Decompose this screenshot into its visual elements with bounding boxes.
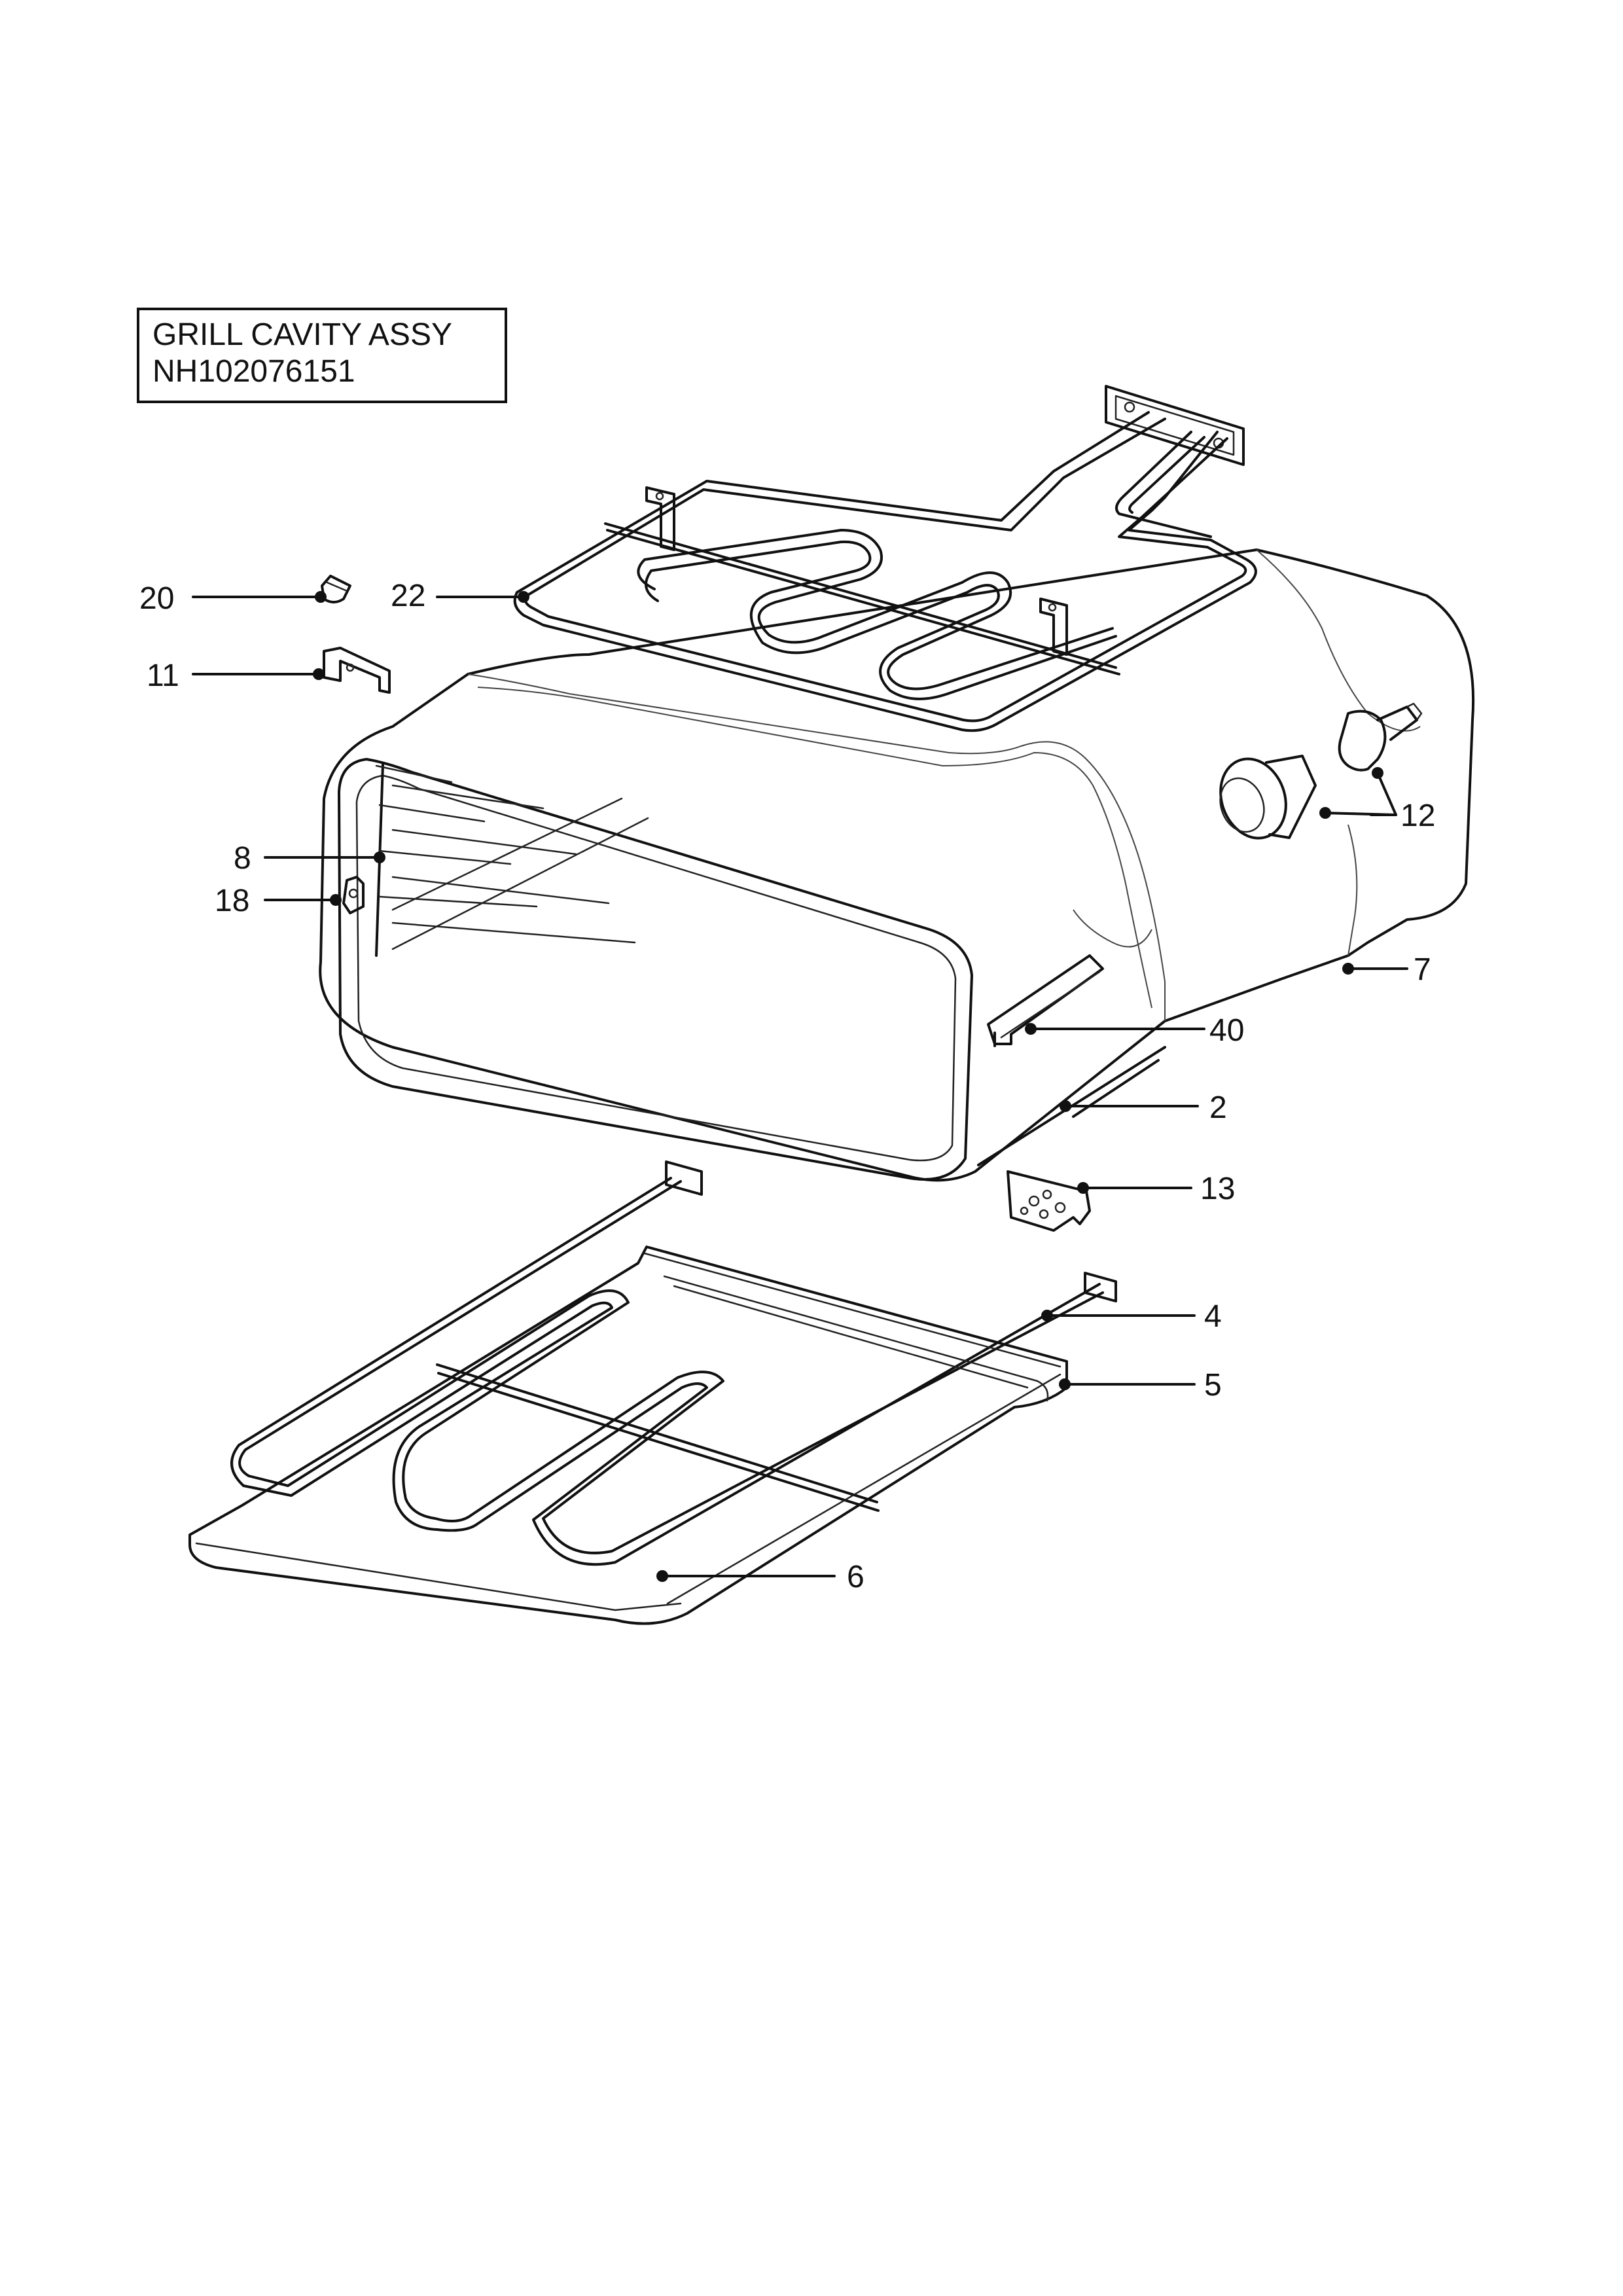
lamp-assembly [1219, 702, 1423, 840]
title-box: GRILL CAVITY ASSY NH102076151 [137, 308, 507, 403]
top-grill-element [513, 385, 1257, 732]
base-plate [188, 1246, 1068, 1625]
callout-4: 4 [1204, 1299, 1222, 1334]
oven-cavity [319, 548, 1475, 1182]
clip-part-18 [342, 876, 365, 914]
bracket-part-11 [323, 647, 391, 694]
callout-numbers: 20 22 11 8 18 12 7 40 2 13 4 5 6 [139, 579, 1435, 1594]
plate-part-13 [1007, 1170, 1091, 1232]
callout-12: 12 [1400, 798, 1435, 833]
callout-11: 11 [147, 658, 179, 693]
callout-22: 22 [391, 579, 425, 613]
callout-20: 20 [139, 581, 174, 616]
part-number: NH102076151 [152, 354, 355, 389]
callout-5: 5 [1204, 1368, 1222, 1403]
base-element [230, 1160, 1117, 1566]
callout-40: 40 [1209, 1013, 1244, 1048]
callout-2: 2 [1209, 1090, 1227, 1125]
callout-leaders [192, 591, 1408, 1582]
callout-13: 13 [1200, 1172, 1235, 1206]
callout-7: 7 [1414, 952, 1431, 987]
callout-6: 6 [847, 1560, 865, 1594]
callout-8: 8 [234, 841, 251, 876]
assembly-name: GRILL CAVITY ASSY [152, 317, 452, 352]
callout-18: 18 [215, 884, 249, 918]
